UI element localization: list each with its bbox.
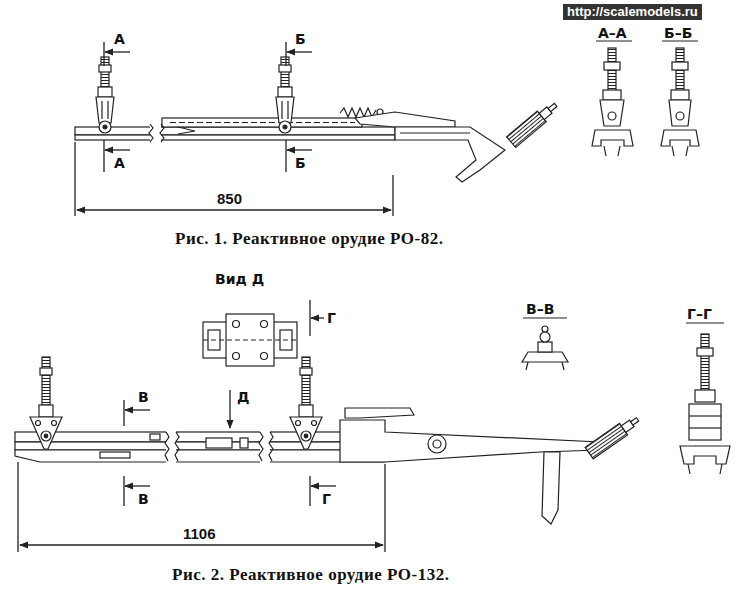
section-letter-holder: А (114, 154, 125, 172)
section-letter-holder: Г (322, 490, 331, 508)
figure-caption: Рис. 1. Реактивное орудие РО-82. (175, 230, 443, 249)
section-letter: В (138, 492, 149, 507)
dimension-value-holder: 850 (217, 190, 242, 208)
section-letter: Б (295, 32, 306, 47)
section-letter: Г (322, 492, 331, 507)
section-letter-holder: В (138, 388, 149, 406)
section-title-holder: Б–Б (664, 24, 692, 42)
section-letter: А (114, 156, 125, 171)
section-letter: В (138, 390, 149, 405)
section-letter-holder: Б (295, 30, 306, 48)
section-letter: Г (327, 311, 336, 326)
view-title: Вид Д (215, 272, 264, 287)
section-letter-holder: А (114, 30, 125, 48)
watermark-holder: http://scalemodels.ru (563, 2, 702, 20)
section-letter: А (114, 32, 125, 47)
figure-caption: Рис. 2. Реактивное орудие РО-132. (172, 566, 449, 585)
section-letter-holder: Г (327, 309, 336, 327)
figure-caption-holder: Рис. 2. Реактивное орудие РО-132. (172, 566, 449, 585)
section-title: А–А (598, 26, 627, 41)
section-letter-holder: Б (295, 154, 306, 172)
view-letter: Д (237, 390, 249, 405)
view-letter-holder: Д (237, 388, 249, 406)
section-title: В–В (526, 302, 554, 317)
section-letter: Б (295, 156, 306, 171)
section-title: Г–Г (687, 307, 712, 322)
figure-caption-holder: Рис. 1. Реактивное орудие РО-82. (175, 230, 443, 249)
section-title: Б–Б (664, 26, 692, 41)
section-letter-holder: В (138, 490, 149, 508)
section-title-holder: В–В (526, 300, 554, 318)
dimension-value-holder: 1106 (183, 525, 216, 543)
dimension-value: 1106 (183, 526, 216, 543)
section-title-holder: Г–Г (687, 305, 712, 323)
dimension-value: 850 (217, 191, 242, 208)
section-title-holder: А–А (598, 24, 627, 42)
view-title-holder: Вид Д (215, 270, 264, 288)
watermark: http://scalemodels.ru (563, 4, 702, 20)
